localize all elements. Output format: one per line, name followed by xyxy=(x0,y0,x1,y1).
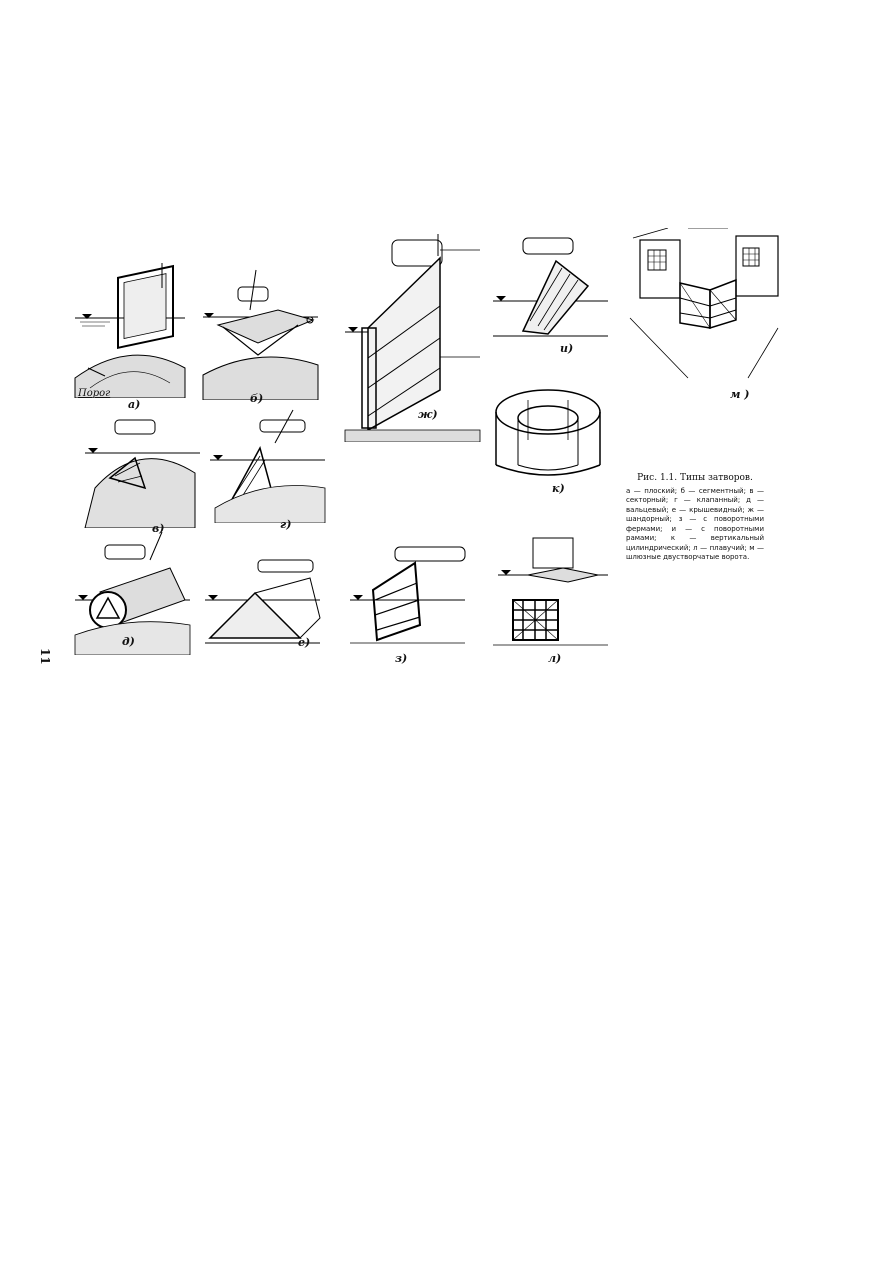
panel-k-cylindrical-gate xyxy=(488,380,608,485)
cylindrical-gate-drawing xyxy=(495,389,601,476)
panel-z-label: з) xyxy=(395,652,408,665)
panel-a-label: а) xyxy=(128,398,141,411)
figure-caption: Рис. 1.1. Типы затворов. а — плоский; б … xyxy=(626,473,764,563)
panel-g-label: г) xyxy=(280,518,292,531)
panel-m-mitre-gates xyxy=(628,228,788,388)
panel-g-flap-gate xyxy=(205,408,330,523)
roller-gate-drawing xyxy=(74,531,191,655)
rotating-frame-drawing xyxy=(493,237,608,337)
panel-z-rotating-truss-gate xyxy=(345,545,470,650)
panel-v-sector-gate xyxy=(80,418,205,528)
mitre-gates-drawing xyxy=(629,228,779,379)
panel-e-label: е) xyxy=(298,636,311,649)
porog-annotation: Порог xyxy=(78,388,111,399)
panel-e-roof-gate xyxy=(200,558,325,653)
flap-gate-drawing xyxy=(210,409,326,523)
panel-zh-label: ж) xyxy=(418,408,438,421)
caption-title: Рис. 1.1. Типы затворов. xyxy=(637,473,753,483)
panel-v-label: в) xyxy=(152,522,165,535)
panel-i-label: и) xyxy=(560,342,574,355)
panel-i-rotating-frame-gate xyxy=(488,236,613,346)
sector-gate-drawing xyxy=(84,419,200,528)
panel-m-label: м ) xyxy=(730,388,750,401)
panel-l-label: л) xyxy=(548,652,562,665)
caption-text: а — плоский; б — сегментный; в — секторн… xyxy=(626,486,764,562)
panel-a-flat-gate xyxy=(70,258,190,398)
panel-zh-stoplog-gate xyxy=(340,232,485,442)
rotating-truss-drawing xyxy=(350,546,466,644)
panel-k-label: к) xyxy=(552,482,565,495)
roof-gate-drawing xyxy=(205,559,321,644)
page-number: 11 xyxy=(38,648,52,665)
panel-b-segment-gate xyxy=(198,265,323,400)
panel-l-floating-gate xyxy=(488,530,613,655)
panel-d-label: д) xyxy=(122,635,135,648)
segment-gate-drawing xyxy=(202,269,319,400)
flat-gate-drawing xyxy=(74,263,186,398)
panel-b-label: б) xyxy=(250,392,264,405)
stoplog-gate-drawing xyxy=(344,234,481,442)
panel-d-roller-gate xyxy=(70,530,195,655)
floating-gate-drawing xyxy=(493,537,608,646)
